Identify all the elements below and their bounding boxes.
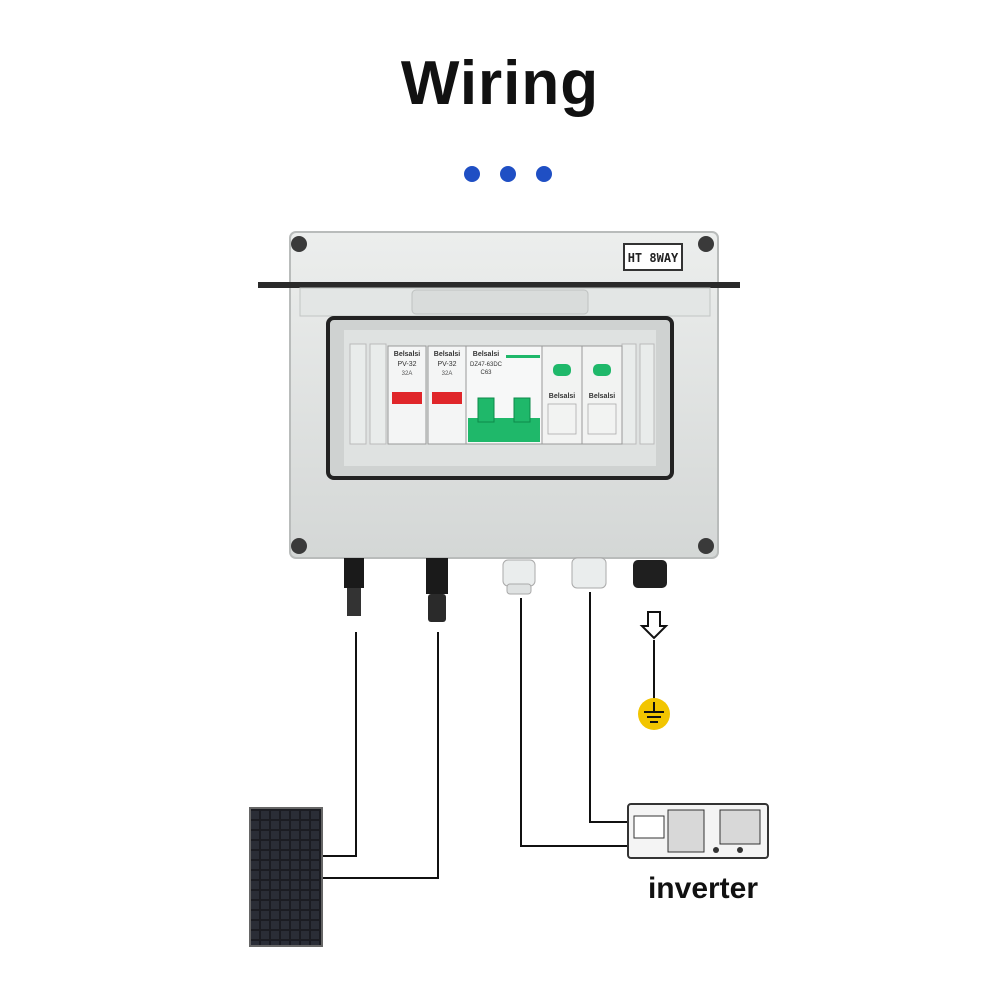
cable-gland-1 (502, 559, 536, 595)
lid-rail (258, 282, 740, 288)
svg-text:32A: 32A (402, 371, 413, 377)
box-label: HT 8WAY (628, 251, 679, 265)
cable-gland-2 (571, 557, 607, 589)
surge-protective-device-1: Belsalsi (541, 345, 583, 445)
svg-text:C63: C63 (480, 370, 492, 376)
svg-text:Belsalsi: Belsalsi (589, 393, 616, 400)
svg-text:PV-32: PV-32 (437, 361, 456, 368)
svg-text:Belsalsi: Belsalsi (434, 351, 461, 358)
inverter-label: inverter (647, 872, 759, 905)
screw (291, 538, 307, 554)
dc-circuit-breaker: Belsalsi DZ47-63DC C63 (465, 345, 543, 445)
dot-2 (500, 166, 516, 182)
screw (698, 236, 714, 252)
svg-text:Belsalsi: Belsalsi (549, 393, 576, 400)
svg-text:Belsalsi: Belsalsi (473, 351, 500, 358)
distribution-box: HT 8WAY Belsalsi PV-32 32A Belsalsi PV-3… (258, 231, 740, 559)
svg-text:DZ47-63DC: DZ47-63DC (470, 362, 503, 368)
svg-text:Belsalsi: Belsalsi (394, 351, 421, 358)
page-title: Wiring (400, 49, 600, 118)
screw (698, 538, 714, 554)
ground-icon (638, 698, 670, 730)
mc4-connector-negative (426, 558, 448, 622)
solar-panel-icon (249, 807, 323, 947)
screw (291, 236, 307, 252)
pv-fuse-holder-1: Belsalsi PV-32 32A (387, 345, 427, 445)
down-arrow-icon (639, 611, 669, 640)
inverter-icon (627, 803, 769, 859)
surge-protective-device-2: Belsalsi (581, 345, 623, 445)
box-label-plate (623, 243, 683, 271)
pv-fuse-holder-2: Belsalsi PV-32 32A (427, 345, 467, 445)
dot-1 (464, 166, 480, 182)
mc4-connector-positive (344, 558, 364, 616)
decorative-dots (464, 166, 552, 182)
ground-gland (633, 560, 667, 588)
wires (322, 592, 655, 879)
svg-text:32A: 32A (442, 371, 453, 377)
svg-text:PV-32: PV-32 (397, 361, 416, 368)
dot-3 (536, 166, 552, 182)
